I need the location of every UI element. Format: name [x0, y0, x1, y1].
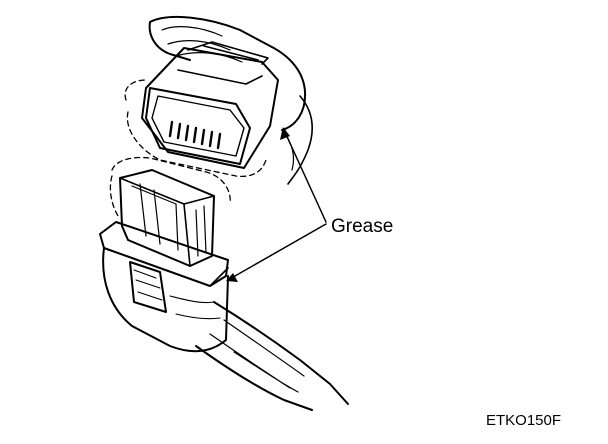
lower-latch-tab [129, 261, 167, 313]
upper-front-face [145, 87, 251, 165]
figure-code: ETKO150F [486, 412, 561, 429]
grease-callout-label: Grease [331, 216, 393, 237]
leader-line-lower [227, 223, 327, 281]
leader-line-upper [283, 129, 327, 223]
lower-body [102, 247, 229, 353]
upper-grease-outline [124, 79, 267, 178]
lower-wire-bundle [195, 301, 349, 411]
arrowhead-upper [280, 127, 290, 140]
upper-housing-shell [141, 47, 279, 169]
lower-receptacle [119, 169, 215, 267]
lower-grease-outline [109, 156, 231, 217]
arrowhead-lower [226, 273, 238, 282]
upper-terminal-slots [168, 120, 222, 150]
upper-wire-bundle [148, 16, 307, 131]
grease-leader-lines [227, 129, 327, 281]
lower-connector [99, 156, 349, 411]
leader-arrowheads [226, 127, 290, 282]
upper-connector [124, 16, 313, 185]
